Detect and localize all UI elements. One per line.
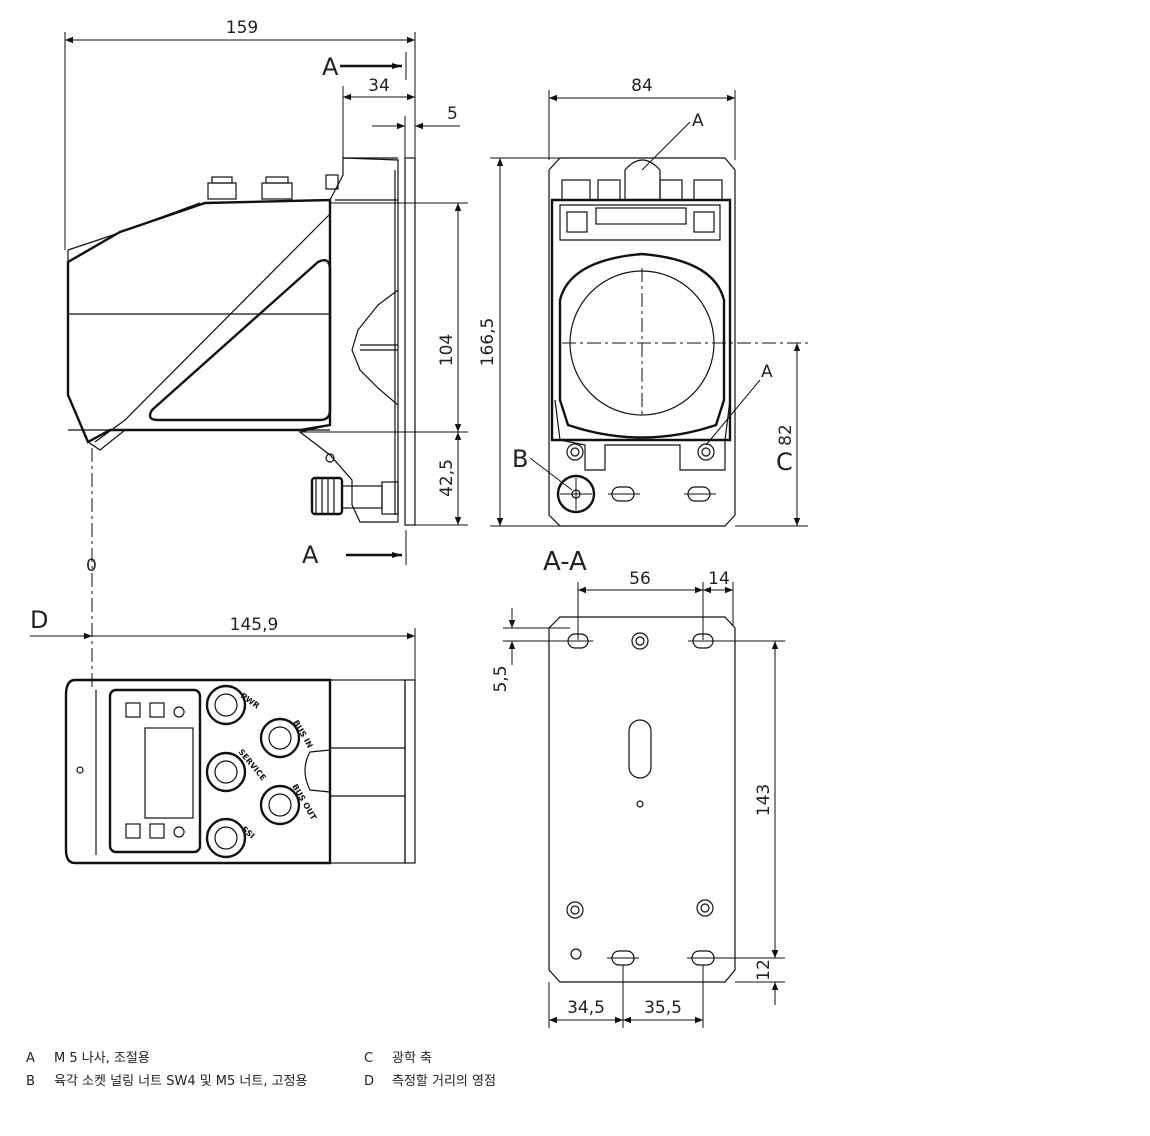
dim-56: 56 — [629, 569, 651, 589]
legend-key: D — [364, 1074, 375, 1089]
legend-text: M 5 나사, 조절용 — [54, 1051, 150, 1066]
label-bus-in: BUS IN — [291, 719, 314, 750]
dim-34: 34 — [368, 76, 390, 96]
legend-text: 측정할 거리의 영점 — [392, 1074, 496, 1089]
legend-text: 광학 축 — [392, 1051, 433, 1066]
dim-14: 14 — [708, 569, 730, 589]
dim-145-9: 145,9 — [230, 615, 279, 635]
label-ssi: SSI — [240, 825, 257, 841]
marker-c: C — [776, 448, 793, 476]
dim-12: 12 — [754, 959, 774, 981]
section-a-top: A — [322, 53, 339, 81]
section-view-title: A-A — [543, 547, 587, 577]
label-service: SERVICE — [236, 748, 267, 783]
dim-34-5: 34,5 — [567, 998, 605, 1018]
marker-d: D — [30, 606, 48, 634]
dim-104: 104 — [437, 334, 457, 366]
side-view: 159 A 34 5 — [64, 18, 468, 690]
legend-item-a: A M 5 나사, 조절용 — [26, 1050, 346, 1070]
legend-key: A — [26, 1051, 35, 1066]
legend-key: B — [26, 1074, 35, 1089]
dim-35-5: 35,5 — [644, 998, 682, 1018]
dim-0: 0 — [86, 556, 97, 576]
top-view: 0 D 145,9 PWR BUS IN SERVICE BUS OUT SSI — [30, 556, 416, 865]
section-view: A-A 56 14 5,5 — [491, 547, 785, 1028]
dim-84: 84 — [631, 76, 653, 96]
marker-a-right: A — [761, 362, 773, 382]
dim-166-5: 166,5 — [478, 318, 498, 367]
legend-text: 육각 소켓 널링 너트 SW4 및 M5 너트, 고정용 — [54, 1074, 308, 1089]
section-a-bottom: A — [302, 541, 319, 569]
legend-item-b: B 육각 소켓 널링 너트 SW4 및 M5 너트, 고정용 — [26, 1073, 346, 1109]
dim-5: 5 — [447, 104, 458, 124]
legend-item-d: D 측정할 거리의 영점 — [364, 1073, 664, 1093]
marker-a-top: A — [692, 111, 704, 131]
legend-item-c: C 광학 축 — [364, 1050, 664, 1070]
legend-right: C 광학 축 D 측정할 거리의 영점 — [364, 1050, 664, 1090]
dim-159: 159 — [226, 18, 258, 38]
dim-5-5: 5,5 — [491, 665, 511, 692]
legend-key: C — [364, 1051, 374, 1066]
marker-b: B — [512, 445, 528, 473]
legend: A M 5 나사, 조절용 B 육각 소켓 널링 너트 SW4 및 M5 너트,… — [26, 1050, 346, 1110]
dim-42-5: 42,5 — [437, 459, 457, 497]
dim-82: 82 — [776, 424, 796, 446]
label-pwr: PWR — [239, 691, 261, 710]
front-view: 84 166,5 — [478, 76, 808, 527]
dim-143: 143 — [754, 784, 774, 816]
